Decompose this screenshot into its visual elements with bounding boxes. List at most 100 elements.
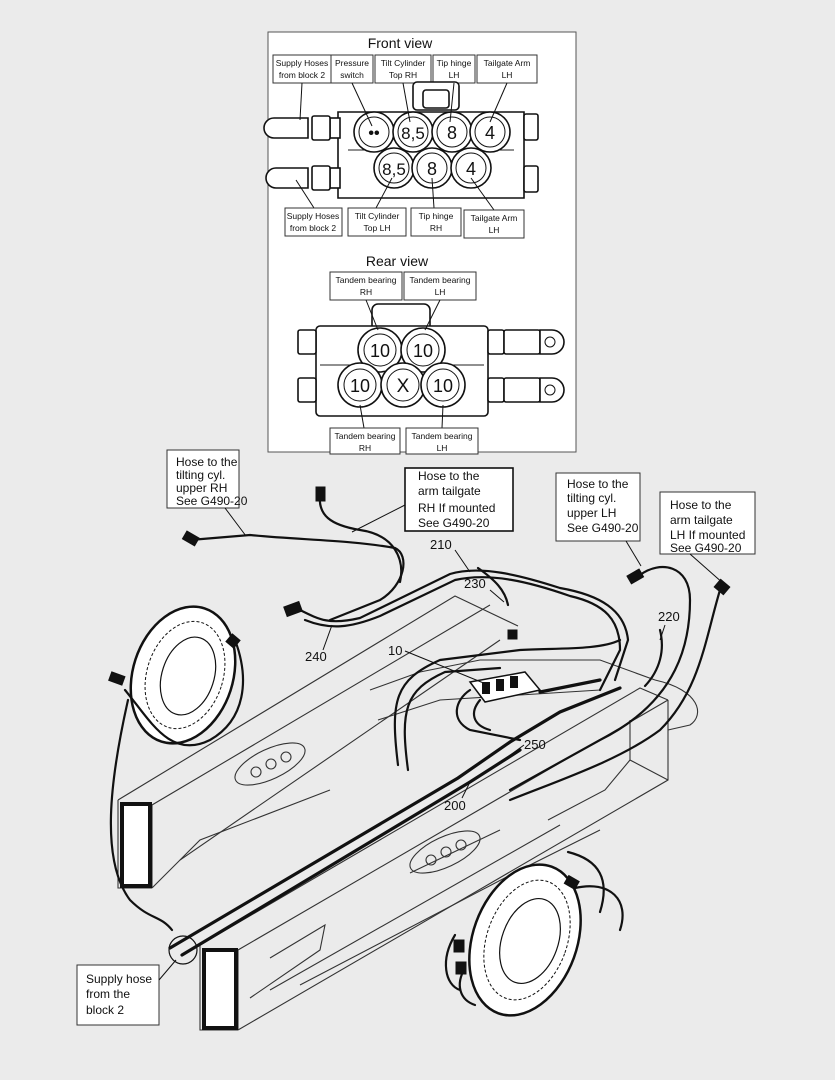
callout-arm-rh: Hose to the arm tailgate RH If mounted S…: [351, 467, 514, 533]
front-view-top-label-1: Supply Hoses from block 2: [272, 54, 332, 84]
part-number-10: 10: [388, 643, 402, 658]
svg-text:tilting cyl.: tilting cyl.: [176, 468, 225, 482]
rear-port-tandem-rh-top: 10: [357, 327, 403, 373]
left-wheel: [129, 605, 237, 745]
hose-routing: [109, 493, 722, 1007]
svg-text:arm tailgate: arm tailgate: [670, 513, 733, 527]
svg-text:8,5: 8,5: [382, 160, 406, 179]
svg-text:RH: RH: [430, 223, 442, 233]
front-view-bottom-label-4: Tailgate Arm LH: [463, 209, 525, 239]
rear-port-tandem-lh-bottom: 10: [420, 362, 466, 408]
part-number-220: 220: [658, 609, 680, 624]
svg-text:Tip hinge: Tip hinge: [419, 211, 454, 221]
part-number-230: 230: [464, 576, 486, 591]
front-port-tip-hinge-rh: 8: [411, 147, 453, 189]
svg-text:Pressure: Pressure: [335, 58, 369, 68]
svg-text:Tilt Cylinder: Tilt Cylinder: [355, 211, 400, 221]
front-view-bottom-label-2: Tilt Cylinder Top LH: [347, 207, 407, 237]
svg-text:from block 2: from block 2: [279, 70, 326, 80]
right-wheel: [468, 863, 582, 1017]
svg-text:LH: LH: [437, 443, 448, 453]
front-view-top-label-3: Tilt Cylinder Top RH: [374, 54, 432, 84]
rear-view-bottom-label-2: Tandem bearing LH: [405, 427, 479, 455]
svg-text:Tandem bearing: Tandem bearing: [335, 431, 396, 441]
svg-text:Supply hose: Supply hose: [86, 972, 152, 986]
svg-text:LH: LH: [449, 70, 460, 80]
callout-tilt-lh: Hose to the tilting cyl. upper LH See G4…: [555, 472, 642, 567]
svg-text:RH: RH: [360, 287, 372, 297]
svg-text:See G490-20: See G490-20: [670, 541, 742, 555]
front-view-title: Front view: [368, 35, 433, 51]
machine-frame: [117, 595, 699, 1031]
svg-text:See G490-20: See G490-20: [176, 494, 248, 508]
svg-text:See G490-20: See G490-20: [567, 521, 639, 535]
svg-text:upper RH: upper RH: [176, 481, 227, 495]
svg-text:10: 10: [413, 341, 433, 361]
callout-supply-hose: Supply hose from the block 2: [76, 959, 177, 1026]
svg-text:4: 4: [466, 159, 476, 179]
part-number-210: 210: [430, 537, 452, 552]
svg-text:Top LH: Top LH: [364, 223, 391, 233]
svg-text:Supply Hoses: Supply Hoses: [276, 58, 328, 68]
svg-text:10: 10: [433, 376, 453, 396]
part-number-250: 250: [524, 737, 546, 752]
svg-text:X: X: [397, 376, 410, 397]
svg-text:LH If mounted: LH If mounted: [670, 528, 745, 542]
front-port-tailgate-arm-lh-2: 4: [450, 147, 492, 189]
svg-text:upper LH: upper LH: [567, 506, 616, 520]
part-number-labels: 210 230 220 240 10 250 200: [305, 537, 680, 813]
svg-text:Hose to the: Hose to the: [567, 477, 629, 491]
rear-view-bottom-label-1: Tandem bearing RH: [329, 427, 401, 455]
central-valve-block: [455, 671, 602, 742]
front-view-top-label-5: Tailgate Arm LH: [476, 54, 538, 84]
svg-text:LH: LH: [435, 287, 446, 297]
svg-text:4: 4: [485, 123, 495, 143]
svg-text:from the: from the: [86, 987, 130, 1001]
svg-text:block 2: block 2: [86, 1003, 124, 1017]
svg-text:LH: LH: [489, 225, 500, 235]
rear-view-title: Rear view: [366, 253, 429, 269]
svg-text:switch: switch: [340, 70, 364, 80]
svg-text:Tandem bearing: Tandem bearing: [410, 275, 471, 285]
svg-text:Hose to the: Hose to the: [176, 455, 238, 469]
svg-text:Tailgate Arm: Tailgate Arm: [471, 213, 518, 223]
front-port-tilt-top-lh: 8,5: [373, 147, 415, 189]
rear-view-top-label-1: Tandem bearing RH: [329, 271, 403, 301]
front-view-top-label-4: Tip hinge LH: [432, 54, 476, 84]
front-view-bottom-label-3: Tip hinge RH: [410, 207, 462, 237]
svg-text:LH: LH: [502, 70, 513, 80]
svg-text:RH: RH: [359, 443, 371, 453]
part-number-200: 200: [444, 798, 466, 813]
svg-text:Tailgate Arm: Tailgate Arm: [484, 58, 531, 68]
rear-port-tandem-lh-top: 10: [400, 327, 446, 373]
svg-text:from block 2: from block 2: [290, 223, 337, 233]
rear-port-plugged: X: [380, 362, 426, 408]
svg-text:8: 8: [447, 123, 457, 143]
rear-view-leaders: [359, 299, 444, 429]
front-port-tilt-top-rh: 8,5: [392, 111, 434, 153]
part-number-240: 240: [305, 649, 327, 664]
rear-view-top-label-2: Tandem bearing LH: [403, 271, 477, 301]
rear-port-tandem-rh-bottom: 10: [337, 362, 383, 408]
svg-text:8,5: 8,5: [401, 124, 425, 143]
svg-text:8: 8: [427, 159, 437, 179]
front-view-top-label-2: Pressure switch: [330, 54, 374, 84]
front-view-leaders: [295, 82, 508, 211]
svg-text:Tandem bearing: Tandem bearing: [336, 275, 397, 285]
svg-text:Hose to the: Hose to the: [418, 469, 480, 483]
svg-text:See G490-20: See G490-20: [418, 516, 490, 530]
front-view-bottom-label-1: Supply Hoses from block 2: [284, 207, 343, 237]
svg-text:Top RH: Top RH: [389, 70, 417, 80]
hose-fittings: [108, 486, 731, 975]
front-port-tip-hinge-lh: 8: [431, 111, 473, 153]
svg-text:10: 10: [350, 376, 370, 396]
svg-text:Supply Hoses: Supply Hoses: [287, 211, 339, 221]
svg-text:arm tailgate: arm tailgate: [418, 484, 481, 498]
svg-text:••: ••: [368, 125, 380, 142]
svg-text:RH If mounted: RH If mounted: [418, 501, 495, 515]
svg-text:10: 10: [370, 341, 390, 361]
callout-tilt-rh: Hose to the tilting cyl. upper RH See G4…: [166, 449, 248, 537]
callout-arm-lh: Hose to the arm tailgate LH If mounted S…: [659, 491, 756, 585]
front-port-pressure: ••: [353, 111, 395, 153]
